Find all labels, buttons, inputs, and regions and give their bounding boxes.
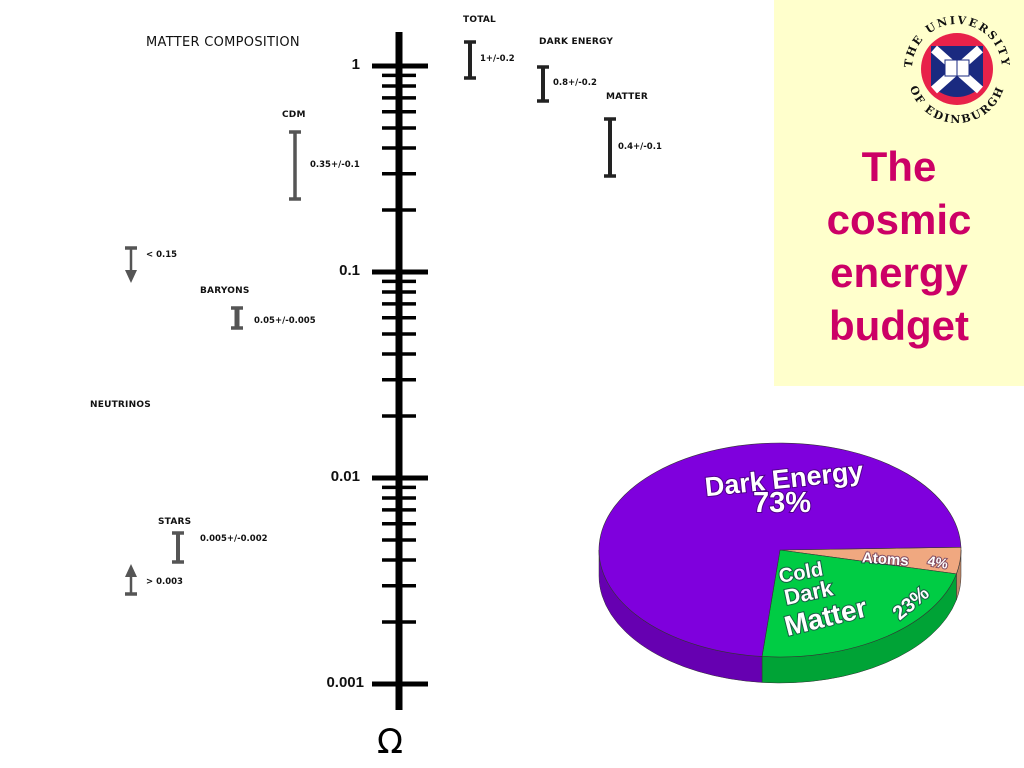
point-name-label: TOTAL — [463, 15, 496, 25]
pie-label-atoms: Atoms — [861, 549, 909, 569]
error-bar-cdm — [289, 130, 301, 201]
title-line: budget — [829, 302, 969, 349]
error-bar-matter — [604, 117, 616, 178]
y-axis-label: Ω — [377, 722, 403, 762]
y-tick-label: 1 — [351, 56, 360, 73]
omega-axis-chart — [125, 32, 616, 710]
university-logo: THE UNIVERSITY OF EDINBURGH — [902, 14, 1010, 126]
chart-title: MATTER COMPOSITION — [146, 35, 300, 50]
lower-limit-arrow — [125, 564, 137, 596]
point-name-label: CDM — [282, 110, 306, 120]
pie-slice-cold-dark-matter — [761, 549, 957, 658]
point-name-label: NEUTRINOS — [90, 400, 151, 410]
pie-label-cdm-line1: Cold — [777, 558, 825, 587]
point-value-label: 0.35+/-0.1 — [310, 159, 360, 170]
pie-value-dark-energy: 73% — [753, 487, 811, 519]
point-name-label: DARK ENERGY — [539, 37, 614, 47]
point-value-label: 0.8+/-0.2 — [553, 78, 597, 88]
y-tick-label: 0.1 — [339, 262, 360, 279]
point-name-label: STARS — [158, 517, 192, 527]
point-value-label: < 0.15 — [146, 250, 178, 260]
y-tick-label: 0.01 — [330, 468, 360, 485]
pie-value-atoms: 4% — [927, 552, 950, 571]
pie-slice-dark-energy — [598, 442, 962, 657]
upper-limit-arrow — [125, 246, 137, 283]
error-bar-dark-energy — [537, 65, 549, 103]
title-panel: THE UNIVERSITY OF EDINBURGH The cosmic e… — [774, 0, 1024, 386]
point-value-label: 0.4+/-0.1 — [618, 141, 662, 152]
point-value-label: > 0.003 — [146, 577, 183, 587]
point-value-label: 0.005+/-0.002 — [200, 534, 268, 544]
error-bar-total — [464, 40, 476, 80]
slide-title: The cosmic energy budget — [774, 140, 1024, 352]
point-value-label: 1+/-0.2 — [480, 54, 515, 64]
error-bar-stars — [172, 531, 184, 564]
point-name-label: BARYONS — [200, 286, 250, 296]
title-line: cosmic — [826, 196, 972, 243]
point-name-label: MATTER — [606, 92, 648, 102]
y-tick-label: 0.001 — [326, 674, 364, 691]
point-value-label: 0.05+/-0.005 — [254, 316, 316, 326]
title-line: The — [861, 143, 937, 190]
title-line: energy — [830, 249, 968, 296]
error-bar-baryons — [231, 306, 243, 330]
